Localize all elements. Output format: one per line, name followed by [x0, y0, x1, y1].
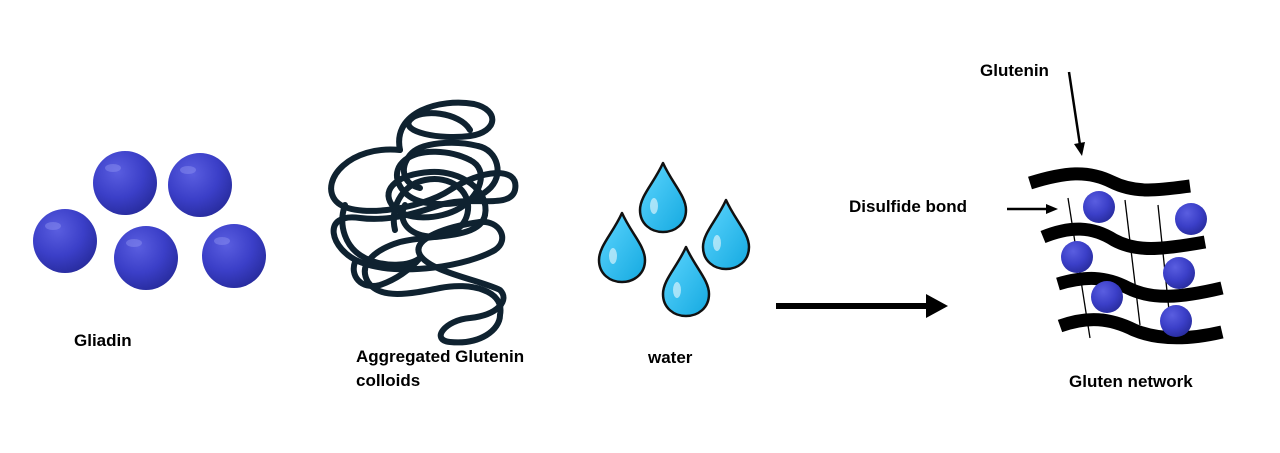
- protein-sphere-icon: [202, 224, 266, 288]
- glutenin-strand: [1040, 222, 1207, 255]
- protein-sphere-icon: [1163, 257, 1195, 289]
- water-droplet-icon: [661, 245, 711, 318]
- disulfide-bond-label: Disulfide bond: [849, 197, 968, 216]
- protein-sphere-icon: [1175, 203, 1207, 235]
- gluten-network: [1028, 167, 1224, 345]
- process-arrow: [776, 294, 948, 318]
- gliadin-label: Gliadin: [74, 331, 132, 350]
- glutenin-label: Glutenin: [980, 61, 1049, 80]
- gluten-network-label: Gluten network: [1069, 372, 1193, 391]
- protein-sphere-icon: [1091, 281, 1123, 313]
- protein-sphere-icon: [168, 153, 232, 217]
- water-droplet-icon: [597, 211, 647, 284]
- glutenin-colloids-label-line1: Aggregated Glutenin: [356, 347, 525, 366]
- protein-sphere-icon: [1083, 191, 1115, 223]
- glutenin-colloids-label-line2: colloids: [356, 371, 421, 390]
- glutenin-strands: [1028, 167, 1224, 345]
- protein-sphere-icon: [1061, 241, 1093, 273]
- water-droplets: [597, 161, 751, 318]
- disulfide-pointer-arrow: [1007, 204, 1058, 214]
- protein-sphere-icon: [114, 226, 178, 290]
- glutenin-pointer-arrow: [1067, 71, 1085, 156]
- glutenin-strand: [1057, 313, 1224, 345]
- glutenin-colloid-scribble: [328, 99, 519, 346]
- water-droplet-icon: [638, 161, 688, 234]
- glutenin-strand: [1028, 167, 1191, 197]
- glutenin-strand: [1056, 271, 1224, 303]
- network-gliadin-spheres: [1061, 191, 1207, 337]
- protein-sphere-icon: [33, 209, 97, 273]
- protein-sphere-icon: [93, 151, 157, 215]
- water-droplet-icon: [701, 198, 751, 271]
- water-label: water: [648, 348, 693, 367]
- protein-sphere-icon: [1160, 305, 1192, 337]
- gliadin-spheres: [33, 151, 266, 290]
